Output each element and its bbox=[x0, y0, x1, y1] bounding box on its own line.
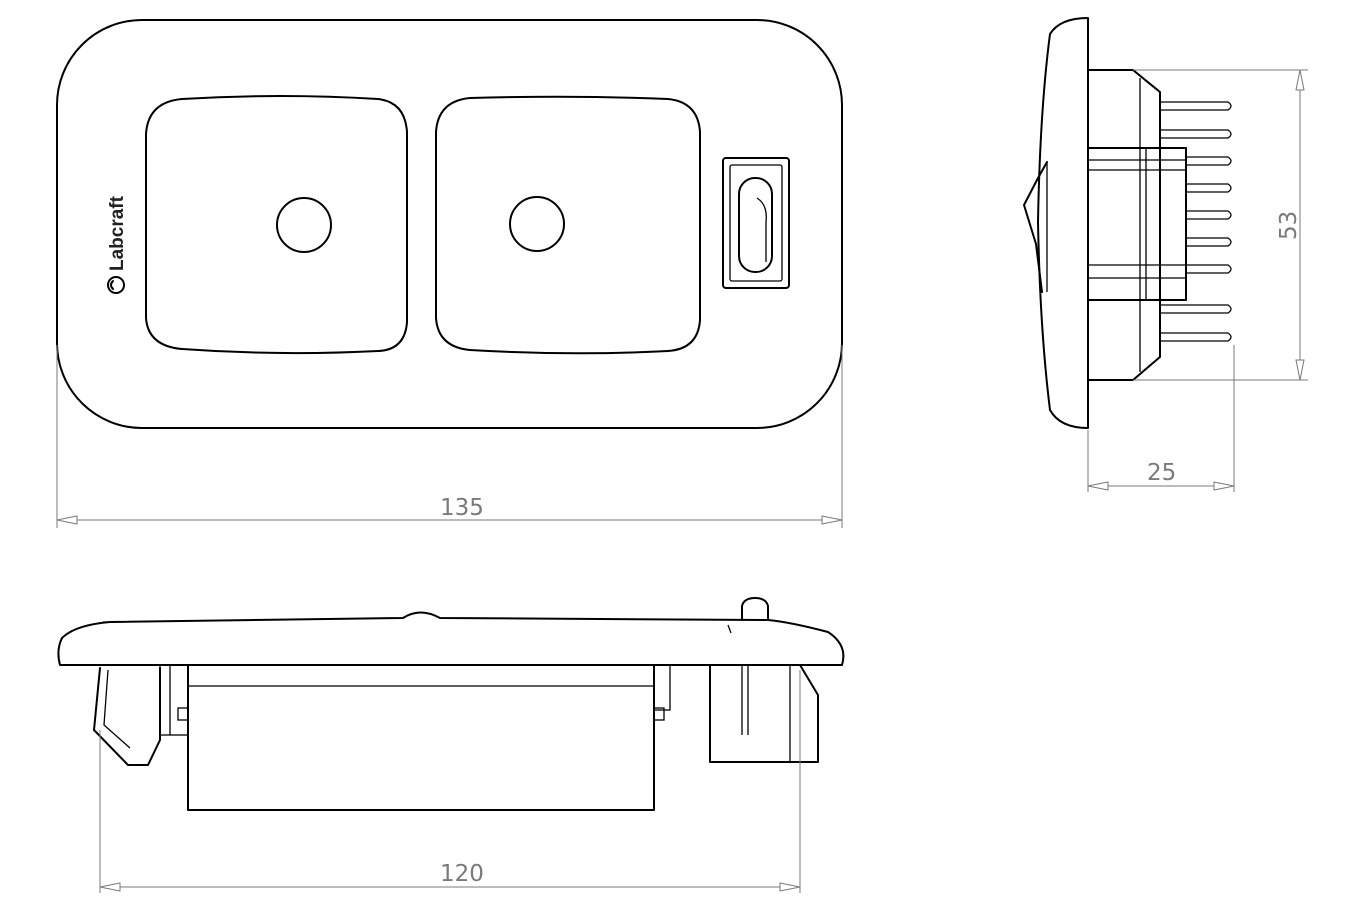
front-view: Labcraft 135 bbox=[56, 19, 843, 528]
faceplate-outline bbox=[56, 19, 843, 429]
terminal-pins bbox=[1160, 101, 1232, 342]
bottom-view: 120 bbox=[57, 597, 845, 893]
terminal-block bbox=[1087, 147, 1187, 301]
right-lens-panel bbox=[435, 95, 701, 355]
rocker-switch bbox=[722, 157, 790, 289]
brand-logo: Labcraft bbox=[107, 195, 128, 294]
left-clip bbox=[93, 664, 189, 766]
switch-inner-bezel bbox=[729, 164, 783, 282]
switch-knob-profile bbox=[741, 597, 769, 621]
main-housing bbox=[187, 664, 655, 811]
housing-body bbox=[1087, 69, 1161, 381]
width-dimension-label: 135 bbox=[440, 495, 484, 521]
left-lens-panel bbox=[145, 95, 408, 355]
faceplate-profile bbox=[1037, 17, 1089, 429]
right-lamp-circle bbox=[509, 196, 565, 252]
side-view: 53 25 bbox=[1023, 17, 1308, 492]
bottom-width-dimension-label: 120 bbox=[440, 861, 484, 887]
switch-indicator-mark bbox=[756, 197, 767, 262]
faceplate-edge-profile bbox=[57, 611, 845, 666]
switch-bezel bbox=[722, 157, 790, 289]
height-dimension-label: 53 bbox=[1276, 211, 1302, 240]
brand-label: Labcraft bbox=[107, 195, 128, 271]
dimension-25: 25 bbox=[1087, 345, 1235, 492]
brand-swirl-icon bbox=[107, 276, 125, 294]
right-clip-block bbox=[653, 664, 819, 763]
switch-rocker bbox=[738, 177, 773, 273]
depth-dimension-label: 25 bbox=[1147, 460, 1176, 486]
dimension-120: 120 bbox=[99, 670, 801, 893]
dimension-53: 53 bbox=[1133, 69, 1308, 381]
dimension-135: 135 bbox=[56, 345, 843, 528]
left-lamp-circle bbox=[276, 197, 332, 253]
switch-rocker-profile bbox=[1023, 161, 1048, 293]
